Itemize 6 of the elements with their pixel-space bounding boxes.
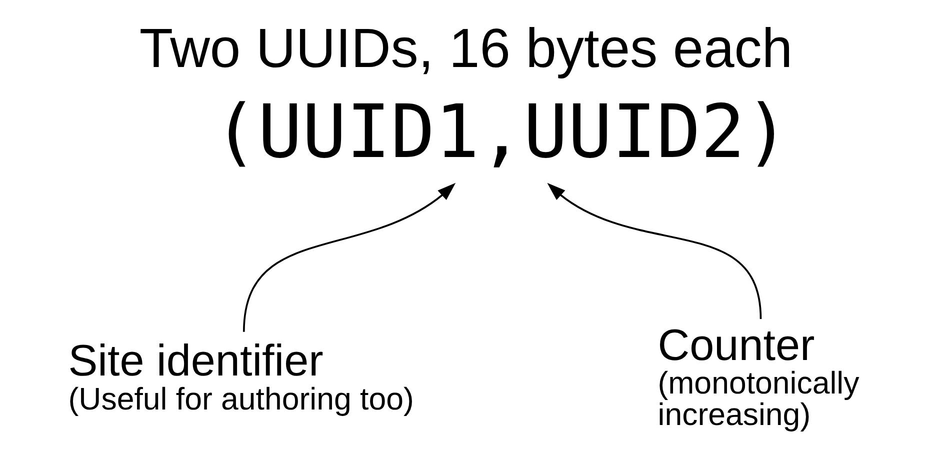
node-text: (UUID1,UUID2) [214, 90, 790, 176]
node-text: Counter (monotonically increasing) [658, 320, 860, 432]
arrow [547, 182, 762, 320]
arrow [242, 182, 456, 332]
node-text: Site identifier (Useful for authoring too) [68, 336, 414, 416]
diagram-title: Two UUIDs, 16 bytes each [139, 17, 793, 80]
